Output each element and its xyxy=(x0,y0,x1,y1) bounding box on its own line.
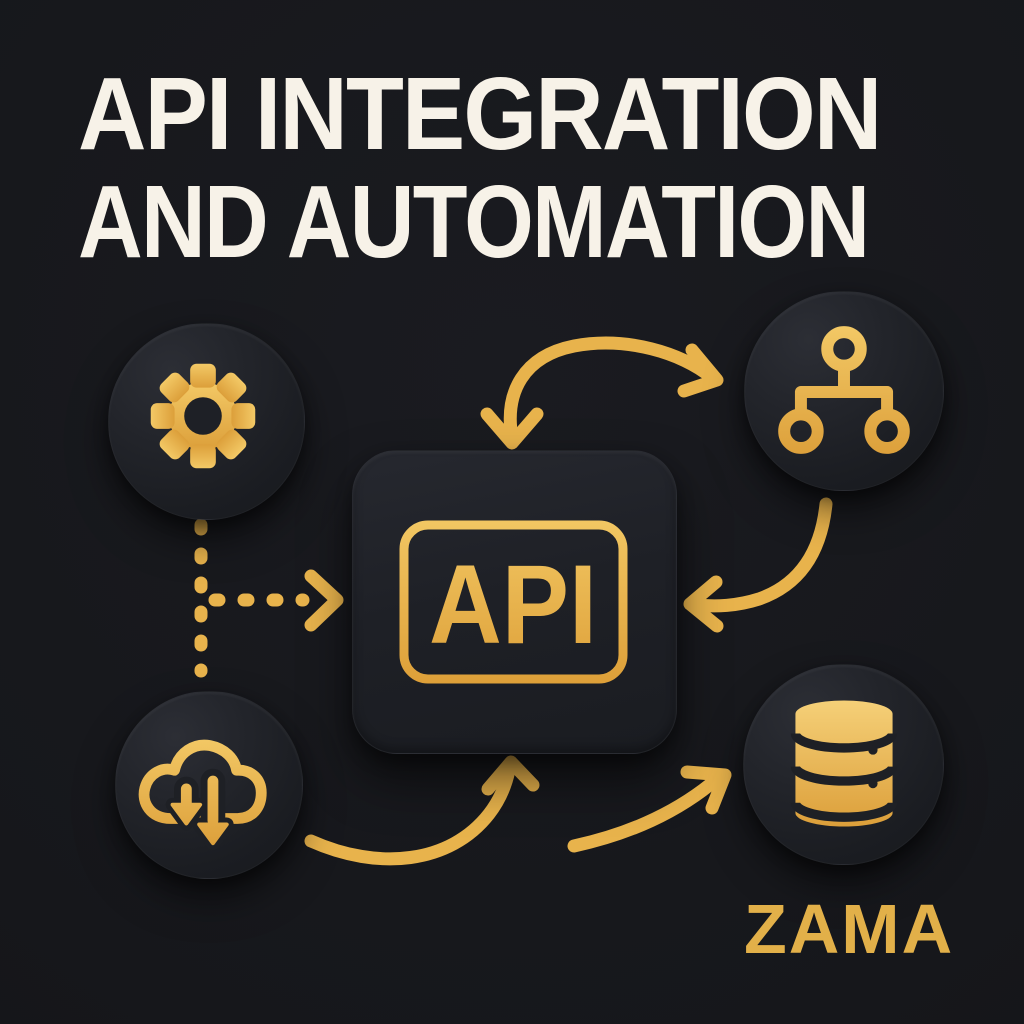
gear-body xyxy=(150,363,255,468)
node-database xyxy=(743,664,944,865)
cloud-outline xyxy=(138,739,267,824)
node-workflow xyxy=(744,291,944,491)
arrow-cloud-to-api xyxy=(304,755,540,866)
title-line-2: AND AUTOMATION xyxy=(78,164,870,279)
api-label: API xyxy=(429,542,597,667)
arrowhead-right-into-api xyxy=(304,569,344,632)
arrow-api-to-database xyxy=(567,765,732,853)
database-band-gaps xyxy=(790,732,897,822)
database-cylinder xyxy=(794,700,893,827)
api-badge: API xyxy=(399,520,628,684)
dashed-connector-settings xyxy=(194,518,344,678)
arrowhead-to-workflow xyxy=(677,343,724,398)
arrowhead-left-into-api xyxy=(683,575,724,633)
arrowhead-up-into-api xyxy=(481,755,540,796)
api-card: API xyxy=(352,450,677,754)
cloud-download-icon xyxy=(138,739,267,851)
gear-icon xyxy=(150,363,255,468)
node-settings xyxy=(108,323,305,520)
title-line-1: API INTEGRATION xyxy=(78,56,882,171)
arrow-api-workflow xyxy=(480,336,724,450)
arrow-workflow-to-api xyxy=(683,497,833,633)
arrowhead-down-into-api xyxy=(480,407,544,450)
api-frame xyxy=(399,520,628,684)
poster-title: API INTEGRATION AND AUTOMATION xyxy=(78,60,986,276)
database-led-dot xyxy=(867,778,878,789)
brand-logo: ZAMA xyxy=(744,890,955,968)
arrowhead-to-database xyxy=(680,765,732,815)
node-cloud-download xyxy=(115,691,303,879)
gear-hub xyxy=(183,396,222,435)
database-led-dot xyxy=(867,745,878,755)
hierarchy-icon xyxy=(778,326,910,454)
database-icon xyxy=(790,700,897,827)
download-arrows xyxy=(170,775,229,846)
